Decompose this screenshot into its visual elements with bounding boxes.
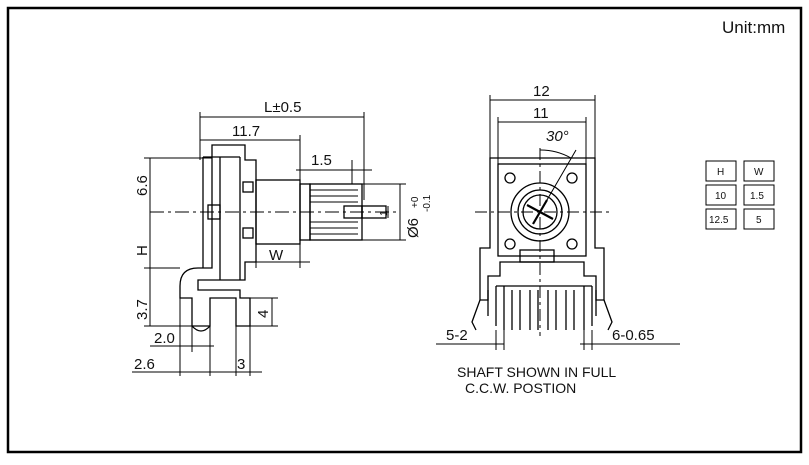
- tolerance-lower-label: -0.1: [422, 194, 433, 212]
- side-dimensions: [132, 112, 406, 376]
- dim-body-length-label: 11.7: [232, 123, 260, 140]
- dim-shaft-step-label: 1.5: [311, 152, 332, 169]
- side-dimension-labels: L±0.5 11.7 1.5 6.6 H W 3.7 2.0 2.6 3 4 Ø…: [134, 99, 433, 373]
- dim-pins-right-label: 6-0.65: [612, 327, 655, 344]
- table-header-h: H: [717, 167, 724, 178]
- dim-pin-length-label: 4: [255, 310, 272, 318]
- dim-length-label: L±0.5: [264, 99, 301, 116]
- dim-width-inner-label: 11: [533, 105, 549, 122]
- front-dimension-labels: 12 11 30° 5-2 6-0.65: [446, 83, 655, 344]
- dim-pin-space-label: 2.0: [154, 330, 175, 347]
- front-view: [471, 157, 613, 331]
- dim-diameter-label: Ø6: [405, 218, 422, 238]
- table-cell: 1.5: [750, 191, 764, 202]
- dim-width-outer-label: 12: [533, 83, 550, 100]
- tolerance-upper-label: +0: [410, 196, 421, 208]
- table-cell: 10: [715, 191, 727, 202]
- note-line-2: C.C.W. POSTION: [465, 380, 576, 396]
- drawing-frame: [6, 6, 803, 454]
- dim-angle-label: 30°: [546, 128, 569, 145]
- table-cell: 12.5: [709, 215, 729, 226]
- dim-top-label: 6.6: [134, 175, 151, 196]
- table-cell: 5: [756, 215, 762, 226]
- dim-pins-left-label: 5-2: [446, 327, 468, 344]
- note-line-1: SHAFT SHOWN IN FULL: [457, 364, 616, 380]
- front-dimensions: [436, 95, 680, 350]
- dim-pin-width-label: 3: [237, 356, 245, 373]
- dim-w-label: W: [269, 247, 284, 264]
- side-view: [179, 144, 387, 332]
- unit-label: Unit:mm: [722, 18, 785, 37]
- table-header-w: W: [754, 167, 764, 178]
- dim-slot-label: 1: [379, 210, 390, 216]
- dim-height-label: H: [134, 245, 151, 256]
- dim-bottom-label: 3.7: [134, 299, 151, 320]
- dim-pin-offset-label: 2.6: [134, 356, 155, 373]
- dimension-table: H W 10 1.5 12.5 5: [705, 160, 775, 230]
